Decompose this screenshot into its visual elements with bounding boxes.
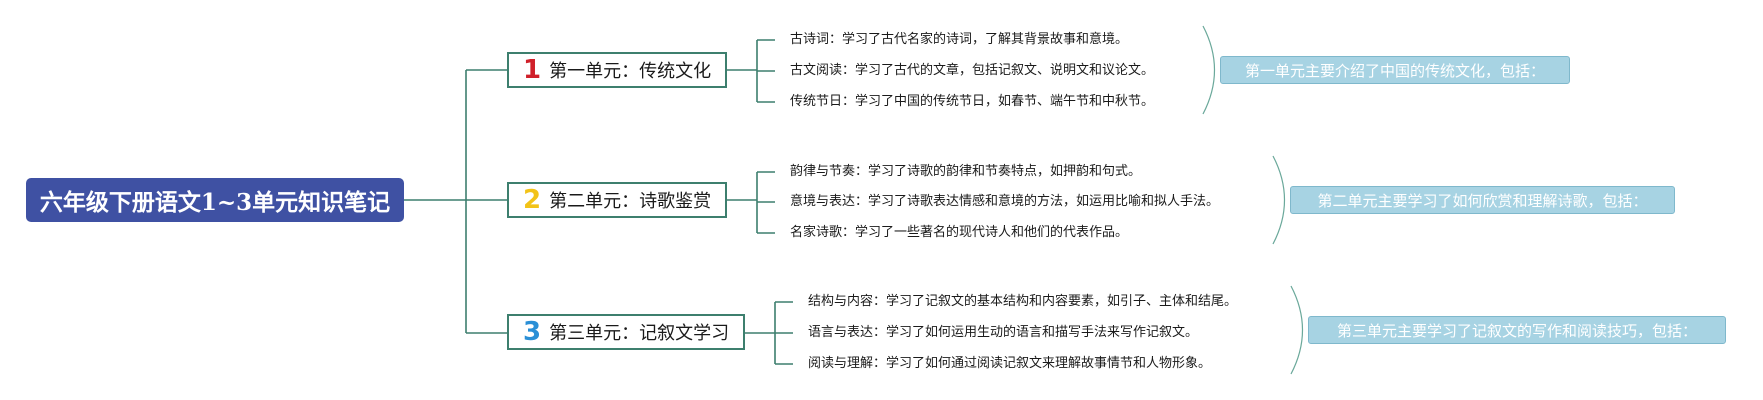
unit-1-label: 第一单元：传统文化 <box>549 61 712 82</box>
unit1-leaf-bracket <box>727 39 775 103</box>
unit-2-item-1[interactable]: 韵律与节奏：学习了诗歌的韵律和节奏特点，如押韵和句式。 <box>790 164 1142 179</box>
unit2-leaf-bracket <box>727 171 775 234</box>
unit2-summary-brace <box>1272 155 1286 245</box>
unit3-leaf-bracket <box>745 301 793 365</box>
unit-1-item-3[interactable]: 传统节日：学习了中国的传统节日，如春节、端午节和中秋节。 <box>790 94 1155 109</box>
unit-2-label: 第二单元：诗歌鉴赏 <box>549 191 712 212</box>
unit-2-item-2[interactable]: 意境与表达：学习了诗歌表达情感和意境的方法，如运用比喻和拟人手法。 <box>790 194 1220 209</box>
unit-3-item-1[interactable]: 结构与内容：学习了记叙文的基本结构和内容要素，如引子、主体和结尾。 <box>808 294 1238 309</box>
unit-1-item-2[interactable]: 古文阅读：学习了古代的文章，包括记叙文、说明文和议论文。 <box>790 63 1155 78</box>
unit-1-summary[interactable]: 第一单元主要介绍了中国的传统文化，包括： <box>1220 56 1570 84</box>
unit-2-summary[interactable]: 第二单元主要学习了如何欣赏和理解诗歌，包括： <box>1290 186 1675 214</box>
unit-1-item-1[interactable]: 古诗词：学习了古代名家的诗词，了解其背景故事和意境。 <box>790 32 1129 47</box>
unit3-summary-brace <box>1290 285 1304 375</box>
unit-1-node[interactable]: 1 第一单元：传统文化 <box>507 52 727 88</box>
unit1-summary-brace <box>1202 25 1216 115</box>
unit-3-number: 3 <box>523 317 542 347</box>
unit-3-label: 第三单元：记叙文学习 <box>549 323 730 344</box>
root-topic[interactable]: 六年级下册语文1~3单元知识笔记 <box>26 178 404 222</box>
unit-2-item-3[interactable]: 名家诗歌：学习了一些著名的现代诗人和他们的代表作品。 <box>790 225 1129 240</box>
unit-1-number: 1 <box>523 55 542 85</box>
unit-3-summary[interactable]: 第三单元主要学习了记叙文的写作和阅读技巧，包括： <box>1308 316 1726 344</box>
unit-3-node[interactable]: 3 第三单元：记叙文学习 <box>507 314 745 350</box>
unit-3-item-2[interactable]: 语言与表达：学习了如何运用生动的语言和描写手法来写作记叙文。 <box>808 325 1199 340</box>
unit-2-node[interactable]: 2 第二单元：诗歌鉴赏 <box>507 182 727 218</box>
unit-2-number: 2 <box>523 185 542 215</box>
unit-3-item-3[interactable]: 阅读与理解：学习了如何通过阅读记叙文来理解故事情节和人物形象。 <box>808 356 1212 371</box>
